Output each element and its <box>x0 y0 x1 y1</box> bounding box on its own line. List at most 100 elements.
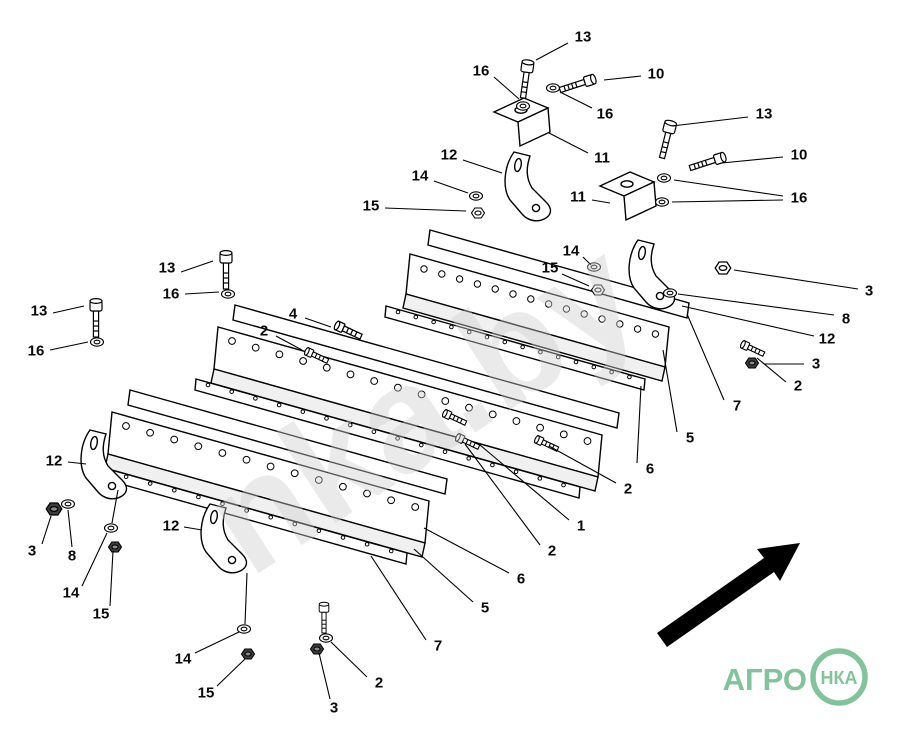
bolt-hole <box>616 320 624 328</box>
bolt-hole <box>598 315 606 323</box>
lock-nut <box>45 502 63 516</box>
flat-washer <box>515 101 531 111</box>
leader-line <box>561 273 590 287</box>
bolt-hole <box>388 548 394 554</box>
bolt-hole <box>292 521 298 527</box>
bolt-hole <box>633 325 642 333</box>
leader-line <box>721 156 784 164</box>
bolt-hole <box>370 377 379 385</box>
bolt-hole <box>583 437 592 445</box>
leader-line <box>67 461 87 465</box>
bolt-hole <box>194 442 203 451</box>
leader-line <box>677 293 835 316</box>
hex-bolt <box>89 298 103 338</box>
hex-bolt <box>557 73 598 96</box>
leader-line <box>49 341 89 351</box>
lock-nut <box>107 541 123 553</box>
spring-washer <box>103 523 119 533</box>
leader-line <box>370 555 427 641</box>
brand-logo: АГРО НКА <box>723 648 868 706</box>
brand-circle-word: НКА <box>821 668 858 688</box>
leader-lines <box>41 42 859 700</box>
lock-nut <box>240 648 256 660</box>
bottom-blade-assembly <box>88 389 448 565</box>
bolt-hole <box>324 416 329 421</box>
bolt-hole <box>413 314 419 320</box>
leader-line <box>464 443 541 546</box>
bolt-hole <box>417 390 426 399</box>
hex-bolt <box>318 601 330 634</box>
leader-line <box>318 652 331 700</box>
bolt-hole <box>442 449 448 455</box>
leader-line <box>671 199 784 203</box>
bolt-hole <box>520 344 525 350</box>
flat-washer <box>89 337 105 347</box>
blade-flange <box>402 293 666 382</box>
flat-washer <box>654 197 670 207</box>
flat-washer <box>220 289 236 299</box>
bolt-hole <box>651 330 660 338</box>
leader-line <box>244 572 248 625</box>
bolt-hole <box>562 305 571 313</box>
leader-line <box>548 445 617 484</box>
hex-nut <box>470 207 486 219</box>
scraper-bar <box>232 304 620 429</box>
leader-line <box>109 550 114 607</box>
leader-line <box>462 159 503 174</box>
leader-line <box>681 305 815 337</box>
leader-line <box>41 515 52 545</box>
scraper-bar <box>127 389 448 495</box>
bolt-hole <box>196 494 201 500</box>
bolt-hole <box>339 482 347 491</box>
bolt-hole <box>146 428 155 437</box>
bolt-hole <box>502 339 508 345</box>
bolt-hole <box>455 275 464 283</box>
bolt-hole <box>627 374 632 380</box>
scraper-bar <box>427 229 690 319</box>
bolt-hole <box>513 469 519 475</box>
leader-line <box>330 641 368 678</box>
bolt-hole <box>466 329 472 335</box>
bolt-hole <box>387 496 396 505</box>
bolt-hole <box>509 290 517 298</box>
leader-line <box>433 180 469 194</box>
bolt-hole <box>253 396 258 401</box>
leader-line <box>111 489 119 524</box>
bolt-hole <box>490 462 495 468</box>
leader-line <box>591 199 611 204</box>
spring-washer <box>236 624 252 634</box>
bolt-hole <box>411 503 420 511</box>
bolt-hole <box>244 508 249 513</box>
leader-line <box>275 335 303 351</box>
bolt-hole <box>580 310 588 318</box>
bolt-hole <box>316 528 322 534</box>
bolt-hole <box>488 410 497 419</box>
bolt-hole <box>300 409 306 414</box>
j-bracket <box>504 151 552 222</box>
lock-nut <box>309 643 325 655</box>
bolt-hole <box>218 449 227 457</box>
bolt-hole <box>420 265 428 273</box>
bolt-hole <box>591 364 597 370</box>
bolt-hole <box>364 541 370 547</box>
leader-line <box>559 91 593 109</box>
leader-line <box>384 207 467 212</box>
bolt-hole <box>363 489 371 498</box>
leader-line <box>582 256 592 266</box>
bolt-hole <box>438 270 446 278</box>
leader-line <box>662 349 678 433</box>
brand-word: АГРО <box>723 662 807 697</box>
bolt-hole <box>559 430 568 439</box>
bolt-hole <box>122 422 130 430</box>
leader-line <box>548 132 589 154</box>
bolt-hole <box>512 417 521 425</box>
clamp-strip <box>384 305 646 391</box>
flat-washer <box>545 83 561 93</box>
brand-circle <box>810 648 868 706</box>
hex-bolt <box>516 58 535 100</box>
bolt-hole <box>205 382 211 388</box>
bolt-hole <box>314 476 323 484</box>
bolt-hole <box>419 442 424 448</box>
angle-bracket <box>599 171 657 221</box>
flat-washer <box>656 173 672 183</box>
